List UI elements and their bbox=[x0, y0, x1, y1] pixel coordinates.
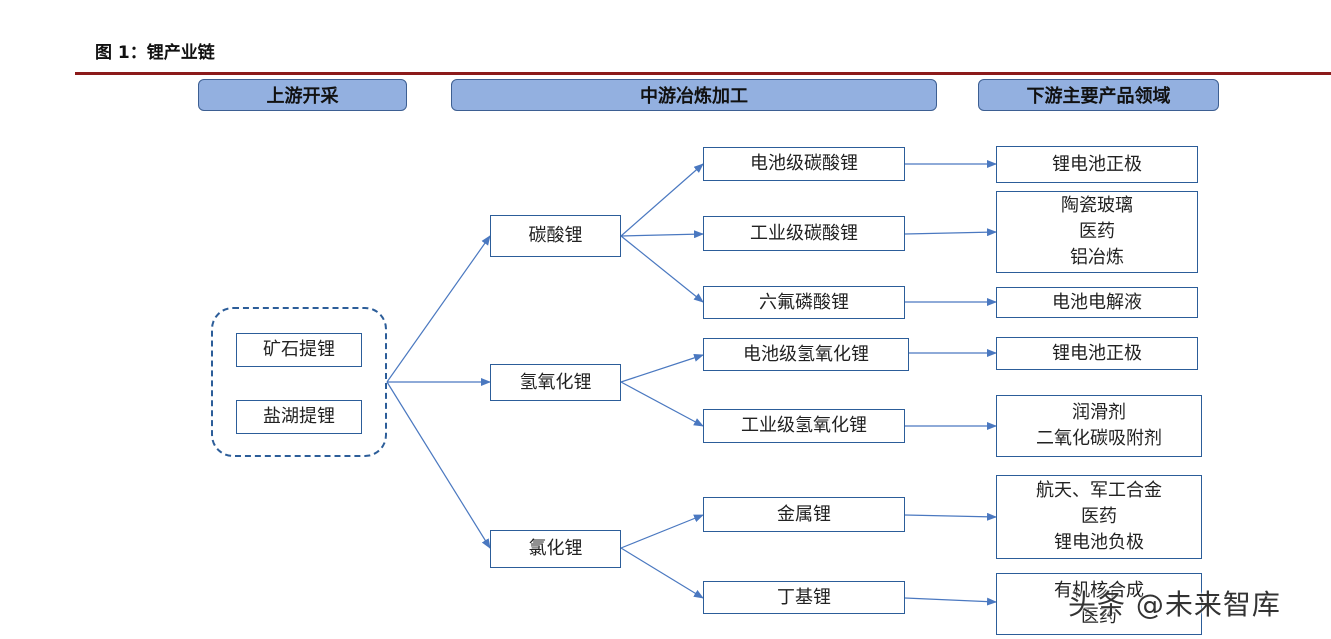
primary-hydroxide: 氢氧化锂 bbox=[490, 364, 621, 401]
app-box-6: 航天、军工合金 医药 锂电池负极 bbox=[996, 475, 1202, 559]
app-2-line-3: 铝冶炼 bbox=[1070, 247, 1124, 268]
arrow-chloride-to-metal bbox=[620, 514, 704, 549]
primary-carbonate: 碳酸锂 bbox=[490, 215, 621, 257]
product-battery-hydroxide: 电池级氢氧化锂 bbox=[703, 338, 909, 371]
app-6-line-3: 锂电池负极 bbox=[1054, 532, 1144, 553]
product-lithium-metal: 金属锂 bbox=[703, 497, 905, 532]
source-ore: 矿石提锂 bbox=[236, 333, 362, 367]
figure-title: 图 1：锂产业链 bbox=[95, 43, 215, 63]
arrow-hydroxide-to-industrial bbox=[620, 381, 704, 427]
app-box-3: 电池电解液 bbox=[996, 287, 1198, 318]
app-box-1: 锂电池正极 bbox=[996, 146, 1198, 183]
app-5-line-1: 润滑剂 bbox=[1072, 402, 1126, 423]
app-box-4: 锂电池正极 bbox=[996, 337, 1198, 370]
header-downstream: 下游主要产品领域 bbox=[978, 79, 1219, 111]
arrow-source-to-chloride bbox=[386, 381, 491, 549]
header-upstream: 上游开采 bbox=[198, 79, 407, 111]
arrow-source-to-carbonate bbox=[386, 235, 491, 383]
product-industrial-hydroxide: 工业级氢氧化锂 bbox=[703, 409, 905, 443]
app-2-line-2: 医药 bbox=[1079, 221, 1115, 242]
app-box-5: 润滑剂 二氧化碳吸附剂 bbox=[996, 395, 1202, 457]
product-industrial-carbonate: 工业级碳酸锂 bbox=[703, 216, 905, 251]
app-box-7: 有机核合成 医药 bbox=[996, 573, 1202, 635]
upstream-group bbox=[211, 307, 387, 457]
app-3-line-1: 电池电解液 bbox=[1052, 291, 1142, 313]
arrow-carbonate-to-battery bbox=[620, 163, 704, 237]
arrow-to-app-2 bbox=[904, 228, 997, 237]
arrow-carbonate-to-lipf6 bbox=[620, 235, 704, 303]
source-brine: 盐湖提锂 bbox=[236, 400, 362, 434]
app-6-line-2: 医药 bbox=[1081, 506, 1117, 527]
app-1-line-1: 锂电池正极 bbox=[1052, 153, 1142, 175]
product-battery-carbonate: 电池级碳酸锂 bbox=[703, 147, 905, 181]
app-5-line-2: 二氧化碳吸附剂 bbox=[1036, 428, 1162, 449]
app-6-line-1: 航天、军工合金 bbox=[1036, 480, 1162, 501]
header-midstream: 中游冶炼加工 bbox=[451, 79, 937, 111]
app-box-2: 陶瓷玻璃 医药 铝冶炼 bbox=[996, 191, 1198, 273]
product-butyllithium: 丁基锂 bbox=[703, 581, 905, 614]
arrow-chloride-to-butyl bbox=[620, 547, 704, 599]
app-4-line-1: 锂电池正极 bbox=[1052, 342, 1142, 364]
arrow-to-app-7 bbox=[904, 597, 997, 606]
arrow-carbonate-to-industrial bbox=[620, 230, 704, 239]
app-7-line-2: 医药 bbox=[1081, 606, 1117, 627]
watermark: 头条 @未来智库 bbox=[1068, 588, 1281, 621]
arrow-to-app-6 bbox=[904, 512, 997, 521]
arrow-hydroxide-to-battery bbox=[620, 354, 704, 383]
app-7-line-1: 有机核合成 bbox=[1054, 580, 1144, 601]
primary-chloride: 氯化锂 bbox=[490, 530, 621, 568]
product-lipf6: 六氟磷酸锂 bbox=[703, 286, 905, 319]
title-rule bbox=[75, 72, 1331, 75]
app-2-line-1: 陶瓷玻璃 bbox=[1061, 195, 1133, 216]
